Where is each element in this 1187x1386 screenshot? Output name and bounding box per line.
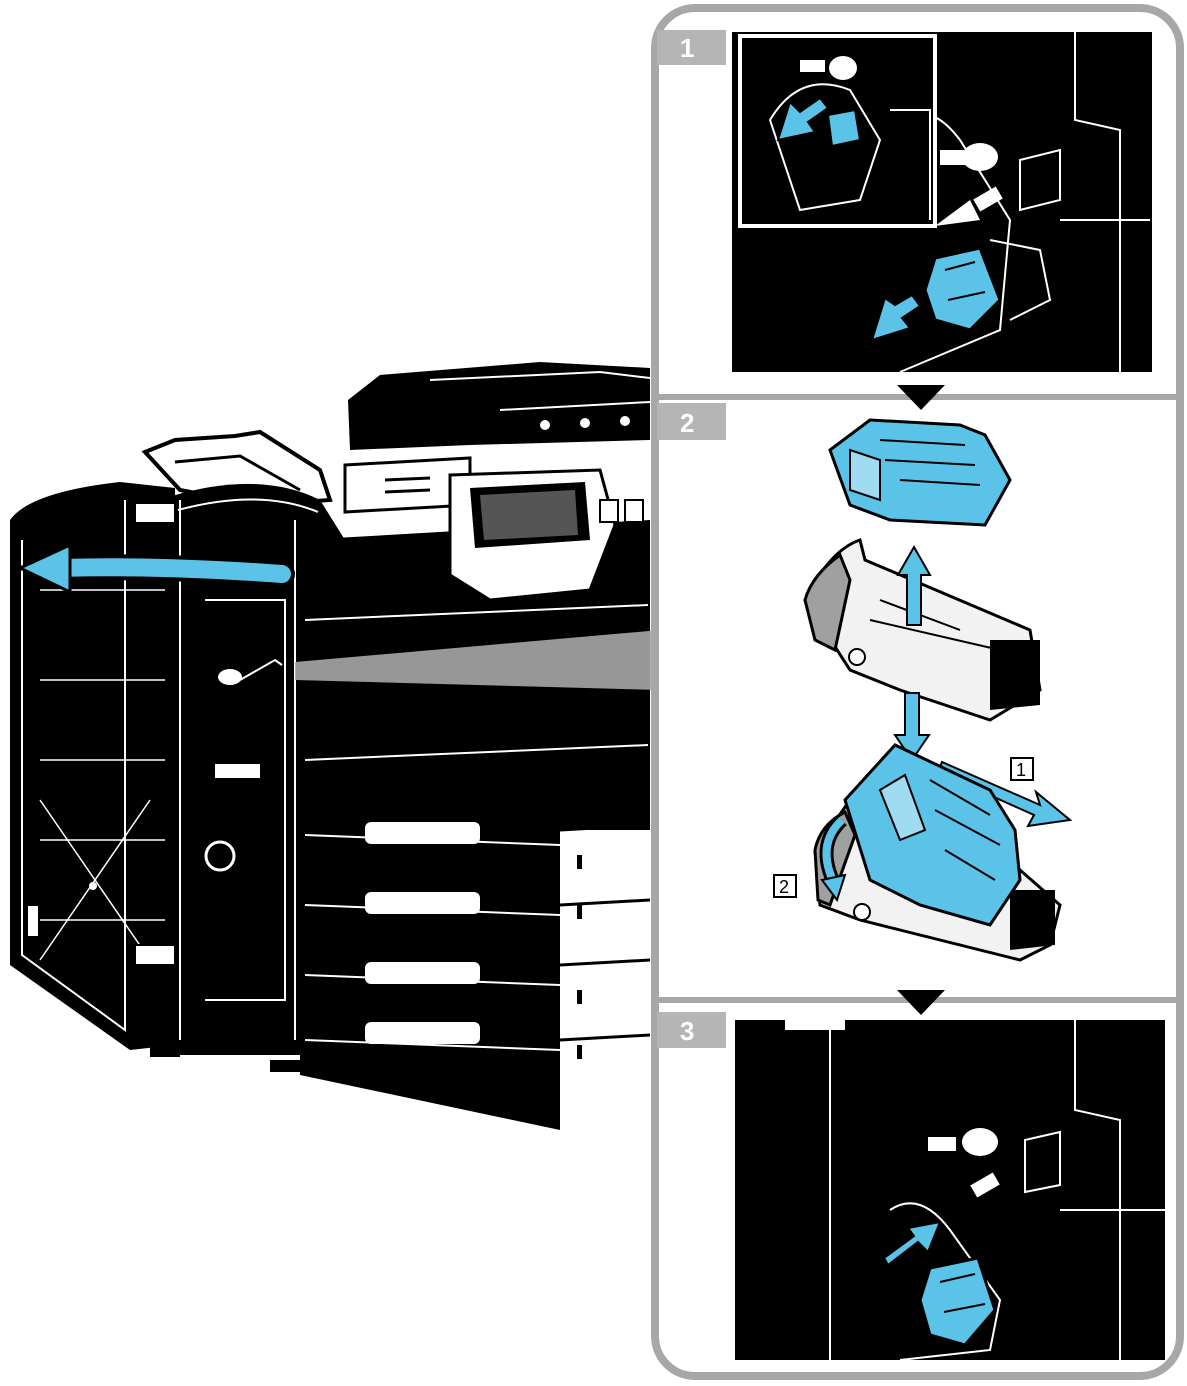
step-1: 1 [657,30,1152,410]
zoom-callout [295,630,660,690]
arrow-down-icon [776,96,830,142]
open-door-arrow [16,542,295,595]
arrow-up-icon [882,1220,942,1267]
step-triangle-icon [897,385,945,410]
arrow-up-icon [896,544,932,626]
callout-1: 1 [1016,760,1026,780]
step-2: 2 1 2 [657,403,1073,1015]
step-1-number: 1 [680,33,694,63]
step-2-number: 2 [680,408,694,438]
copier-machine [10,362,651,1130]
arrow-down-icon [870,293,922,342]
callout-2: 2 [779,877,789,897]
step-triangle-icon [897,990,945,1015]
step-3: 3 [657,1012,1165,1361]
step-3-number: 3 [680,1016,694,1046]
arrow-down-icon [893,692,931,762]
